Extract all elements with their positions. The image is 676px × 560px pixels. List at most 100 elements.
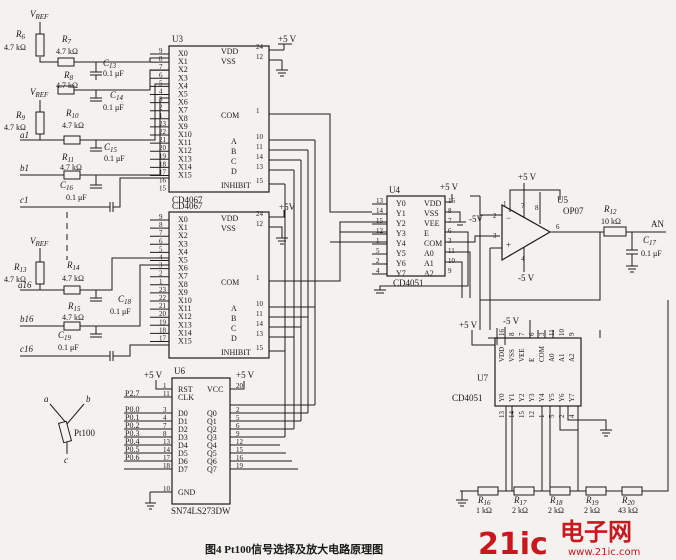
u6-l-8: D6 <box>178 457 188 466</box>
u3-lpin-11: 21 <box>159 136 167 144</box>
u7-part: CD4051 <box>452 393 483 403</box>
u3-vdd: VDD <box>221 47 239 56</box>
mid-b: B <box>231 314 236 323</box>
c14-value: 0.1 μF <box>103 103 124 112</box>
u3-ref: U3 <box>172 34 183 44</box>
u6-lpin-1: 11 <box>163 390 170 398</box>
c18-value: 0.1 μF <box>110 307 131 316</box>
r7-value: 4.7 kΩ <box>56 47 78 56</box>
u6-lpin-3: 4 <box>163 414 167 422</box>
u6-lpin-7: 14 <box>163 446 171 454</box>
u7-bottom-5: Y5 <box>548 393 556 402</box>
sig-c1: c1 <box>20 195 29 205</box>
u3-lpin-0: 9 <box>159 47 163 55</box>
u5-ref: U5 <box>557 195 568 205</box>
u7-supply-pos: +5 V <box>459 320 478 330</box>
u5-pin4: 4 <box>521 255 525 263</box>
c18-label: C18 <box>118 294 132 306</box>
u3-x15: X15 <box>178 171 192 180</box>
r20 <box>621 486 643 496</box>
chip-u7-cd4051: U7 CD4051 +5 V -5 V VDDY01613VSSY1814VEE… <box>452 316 601 418</box>
u7-top-pin-2: 7 <box>518 332 526 336</box>
u6-rpin-4: 9 <box>236 430 240 438</box>
u7-supply-neg: -5 V <box>503 316 520 326</box>
u3-part: CD4067 <box>172 195 203 205</box>
u3-vss: VSS <box>221 57 236 66</box>
u3-x2: X2 <box>178 65 188 74</box>
u3-pin15: 15 <box>256 177 264 185</box>
u4-y3: Y3 <box>396 229 406 238</box>
u4-rpin-1: 8 <box>448 207 452 215</box>
u7-bottom-3: Y3 <box>528 393 536 402</box>
u7-top-4: COM <box>538 345 546 362</box>
watermark-brand: 电子网 <box>560 518 632 546</box>
u6-rpin-3: 6 <box>236 422 240 430</box>
u6-lpin-9: 18 <box>163 462 171 470</box>
u3-d: D <box>231 167 237 176</box>
u3-lpin-9: 23 <box>159 120 167 128</box>
u3-x13: X13 <box>178 154 192 163</box>
u_mid-x9: X9 <box>178 288 188 297</box>
r12 <box>603 226 627 237</box>
sig-b1: b1 <box>20 163 29 173</box>
u3-lpin-13: 19 <box>159 152 167 160</box>
u6-l-6: D4 <box>178 441 188 450</box>
u7-bottom-pin-6: 2 <box>558 414 566 418</box>
u7-ref: U7 <box>477 373 488 383</box>
u7-bottom-6: Y6 <box>558 393 566 402</box>
u3-x14: X14 <box>178 162 192 171</box>
r17 <box>513 486 535 496</box>
u7-top-pin-0: 16 <box>498 329 506 337</box>
r9-label: R9 <box>15 110 26 122</box>
sig-c16: c16 <box>20 344 33 354</box>
r6-value: 4.7 kΩ <box>4 43 26 52</box>
u3-lpin-8: 1 <box>159 112 163 120</box>
r9 <box>35 111 45 135</box>
u3-inhibit: INHIBIT <box>221 181 251 190</box>
u3-c: C <box>231 157 236 166</box>
u7-bottom-pin-7: 4 <box>568 414 576 418</box>
r18-value: 2 kΩ <box>548 506 564 515</box>
u4-lpin-0: 13 <box>376 197 384 205</box>
r19 <box>585 486 607 496</box>
u6-in-5: P0.4 <box>125 437 139 446</box>
r17-value: 2 kΩ <box>512 506 528 515</box>
mid-com: COM <box>221 278 239 287</box>
mid-vdd: VDD <box>221 214 239 223</box>
r11-value: 4.7 kΩ <box>60 163 82 172</box>
u4-r-1: VSS <box>424 209 439 218</box>
mid-pin13: 13 <box>256 330 264 338</box>
u3-lpin-3: 6 <box>159 71 163 79</box>
r15 <box>63 321 81 331</box>
pt100-element <box>57 420 73 444</box>
u_mid-x8: X8 <box>178 280 188 289</box>
u_mid-x2: X2 <box>178 231 188 240</box>
u5-pin3: 3 <box>493 232 497 240</box>
u4-y5: Y5 <box>396 249 406 258</box>
u4-y2: Y2 <box>396 219 406 228</box>
u6-in-7: P0.6 <box>125 453 139 462</box>
u3-x0: X0 <box>178 49 188 58</box>
u4-lpin-1: 14 <box>376 207 384 215</box>
u7-top-6: A1 <box>558 353 566 362</box>
u7-top-5: A0 <box>548 353 556 362</box>
c17-label: C17 <box>643 235 657 247</box>
u7-top-0: VDD <box>498 347 506 362</box>
u4-part: CD4051 <box>393 278 424 288</box>
u4-neg-supply: -5V <box>469 214 483 224</box>
r20-value: 43 kΩ <box>618 506 638 515</box>
u7-top-pin-7: 9 <box>568 332 576 336</box>
u_mid-x1: X1 <box>178 223 188 232</box>
u3-lpin-12: 20 <box>159 144 167 152</box>
u4-lpin-4: 1 <box>376 237 380 245</box>
u7-top-3: E <box>528 358 536 362</box>
u3-pin12: 12 <box>256 53 264 61</box>
pt100-a: a <box>44 394 49 404</box>
u_mid-lpin-10: 22 <box>159 294 167 302</box>
u4-lpin-5: 5 <box>376 247 380 255</box>
u4-rpin-6: 10 <box>448 257 456 265</box>
r14-label: R14 <box>66 260 80 272</box>
u6-in-1: P0.0 <box>125 405 139 414</box>
input-network: VREF R6 4.7 kΩ R7 4.7 kΩ C13 0.1 μF R8 4… <box>4 9 169 361</box>
